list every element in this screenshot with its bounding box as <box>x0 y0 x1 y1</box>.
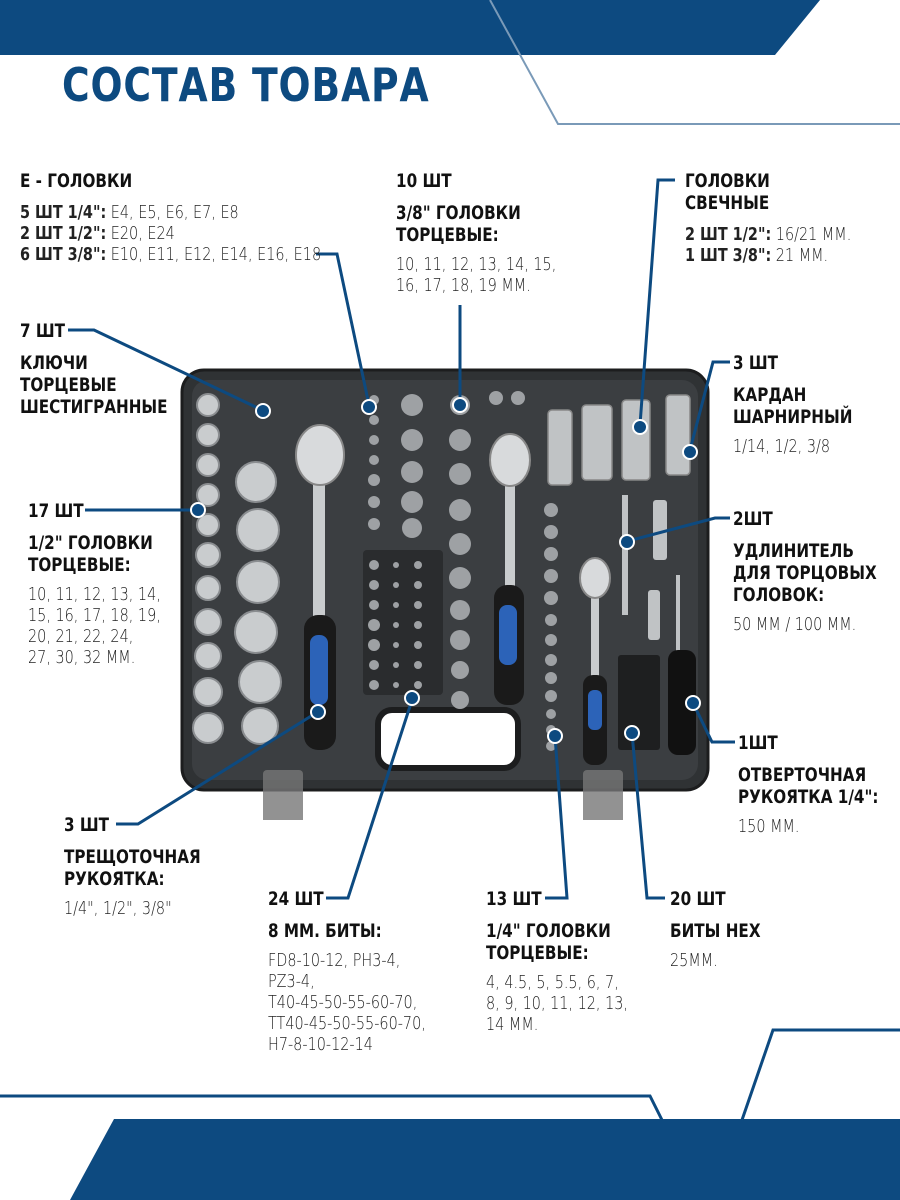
hex-keys-name: КЛЮЧИ <box>20 352 88 374</box>
ratchet-count: 3 ШТ <box>64 814 110 836</box>
ratchet-three-eighths <box>489 433 531 705</box>
top-accent-line <box>489 0 900 125</box>
sockets-38-name: ТОРЦЕВЫЕ: <box>396 224 499 246</box>
e-sockets-row: 5 ШТ 1/4": Е4, Е5, Е6, Е7, Е8 <box>20 202 239 223</box>
sockets-14-sizes: 8, 9, 10, 11, 12, 13, <box>486 993 628 1014</box>
extension-sizes: 50 ММ / 100 ММ. <box>733 614 857 635</box>
universal-joint-name: КАРДАН <box>733 384 807 406</box>
sockets-38-sizes: 16, 17, 18, 19 ММ. <box>396 275 531 296</box>
screwdriver-name: ОТВЕРТОЧНАЯ <box>738 764 867 786</box>
bits-8mm-count: 24 ШТ <box>268 888 324 910</box>
bottom-banner <box>70 1119 900 1200</box>
universal-joint-count: 3 ШТ <box>733 352 779 374</box>
bits-8mm-types: PZ3-4, <box>268 971 315 992</box>
sockets-14-name: 1/4" ГОЛОВКИ <box>486 920 611 942</box>
bits-8mm-types: T40-45-50-55-60-70, <box>268 992 418 1013</box>
spark-plug-row: 2 ШТ 1/2": 16/21 ММ. <box>685 224 852 245</box>
sockets-12-sizes: 10, 11, 12, 13, 14, <box>28 584 161 605</box>
sockets-12-sizes: 27, 30, 32 ММ. <box>28 647 136 668</box>
hex-keys-name: ТОРЦЕВЫЕ <box>20 374 117 396</box>
sockets-12-count: 17 ШТ <box>28 500 84 522</box>
bits-8mm-types: H7-8-10-12-14 <box>268 1034 373 1055</box>
callout-spark-plug: ГОЛОВКИ СВЕЧНЫЕ 2 ШТ 1/2": 16/21 ММ. 1 Ш… <box>685 170 851 266</box>
hex-bits-length: 25ММ. <box>670 950 718 971</box>
bits-8mm-types: FD8-10-12, PH3-4, <box>268 950 401 971</box>
top-banner <box>0 0 820 55</box>
bits-8mm-types: TT40-45-50-55-60-70, <box>268 1013 426 1034</box>
extension-name: УДЛИНИТЕЛЬ <box>733 540 855 562</box>
toolbox-image <box>180 368 710 820</box>
sockets-12-sizes: 20, 21, 22, 24, <box>28 626 134 647</box>
e-sockets-row: 6 ШТ 3/8": Е10, Е11, Е12, Е14, Е16, Е18 <box>20 244 322 265</box>
hex-bits-count: 20 ШТ <box>670 888 726 910</box>
callout-screwdriver-handle: 1ШТ ОТВЕРТОЧНАЯ РУКОЯТКА 1/4": 150 ММ. <box>738 732 878 837</box>
bottom-accent-line-right <box>740 1028 900 1121</box>
ratchet-quarter-inch <box>579 557 611 765</box>
sockets-12-name: ТОРЦЕВЫЕ: <box>28 554 131 576</box>
universal-joint-name: ШАРНИРНЫЙ <box>733 406 853 428</box>
sockets-14-sizes: 4, 4.5, 5, 5.5, 6, 7, <box>486 972 619 993</box>
callout-sockets-14: 13 ШТ 1/4" ГОЛОВКИ ТОРЦЕВЫЕ: 4, 4.5, 5, … <box>486 888 628 1035</box>
screwdriver-length: 150 ММ. <box>738 816 800 837</box>
ratchet-name: РУКОЯТКА: <box>64 868 165 890</box>
sockets-12-sizes: 15, 16, 17, 18, 19, <box>28 605 161 626</box>
sockets-14-sizes: 14 ММ. <box>486 1014 539 1035</box>
sockets-12-name: 1/2" ГОЛОВКИ <box>28 532 153 554</box>
callout-sockets-38: 10 ШТ 3/8" ГОЛОВКИ ТОРЦЕВЫЕ: 10, 11, 12,… <box>396 170 556 296</box>
spark-plug-name: СВЕЧНЫЕ <box>685 192 770 214</box>
sockets-14-name: ТОРЦЕВЫЕ: <box>486 942 589 964</box>
screwdriver-name: РУКОЯТКА 1/4": <box>738 786 879 808</box>
sockets-38-name: 3/8" ГОЛОВКИ <box>396 202 521 224</box>
universal-joint-sizes: 1/14, 1/2, 3/8 <box>733 436 830 457</box>
bits-8mm-name: 8 ММ. БИТЫ: <box>268 920 382 942</box>
page-title: СОСТАВ ТОВАРА <box>62 58 430 112</box>
extension-count: 2ШТ <box>733 508 773 530</box>
sockets-14-count: 13 ШТ <box>486 888 542 910</box>
callout-hex-keys: 7 ШТ КЛЮЧИ ТОРЦЕВЫЕ ШЕСТИГРАННЫЕ <box>20 320 168 418</box>
screwdriver-count: 1ШТ <box>738 732 778 754</box>
callout-sockets-12: 17 ШТ 1/2" ГОЛОВКИ ТОРЦЕВЫЕ: 10, 11, 12,… <box>28 500 161 668</box>
callout-ratchet: 3 ШТ ТРЕЩОТОЧНАЯ РУКОЯТКА: 1/4", 1/2", 3… <box>64 814 201 919</box>
callout-extension: 2ШТ УДЛИНИТЕЛЬ ДЛЯ ТОРЦОВЫХ ГОЛОВОК: 50 … <box>733 508 877 635</box>
ratchet-sizes: 1/4", 1/2", 3/8" <box>64 898 172 919</box>
sockets-38-sizes: 10, 11, 12, 13, 14, 15, <box>396 254 557 275</box>
e-sockets-heading: Е - ГОЛОВКИ <box>20 170 133 192</box>
extension-name: ГОЛОВОК: <box>733 584 825 606</box>
callout-e-sockets: Е - ГОЛОВКИ 5 ШТ 1/4": Е4, Е5, Е6, Е7, Е… <box>20 170 321 265</box>
e-sockets-row: 2 ШТ 1/2": Е20, Е24 <box>20 223 175 244</box>
hex-keys-count: 7 ШТ <box>20 320 66 342</box>
callout-bits-8mm: 24 ШТ 8 ММ. БИТЫ: FD8-10-12, PH3-4, PZ3-… <box>268 888 426 1055</box>
bottom-accent-line <box>0 1094 664 1121</box>
ratchet-name: ТРЕЩОТОЧНАЯ <box>64 846 201 868</box>
spark-plug-row: 1 ШТ 3/8": 21 ММ. <box>685 245 829 266</box>
extension-name: ДЛЯ ТОРЦОВЫХ <box>733 562 877 584</box>
hex-keys-name: ШЕСТИГРАННЫЕ <box>20 396 168 418</box>
hex-bits-name: БИТЫ HEX <box>670 920 761 942</box>
callout-hex-bits: 20 ШТ БИТЫ HEX 25ММ. <box>670 888 761 971</box>
sockets-38-count: 10 ШТ <box>396 170 452 192</box>
callout-universal-joint: 3 ШТ КАРДАН ШАРНИРНЫЙ 1/14, 1/2, 3/8 <box>733 352 852 457</box>
spark-plug-name: ГОЛОВКИ <box>685 170 770 192</box>
